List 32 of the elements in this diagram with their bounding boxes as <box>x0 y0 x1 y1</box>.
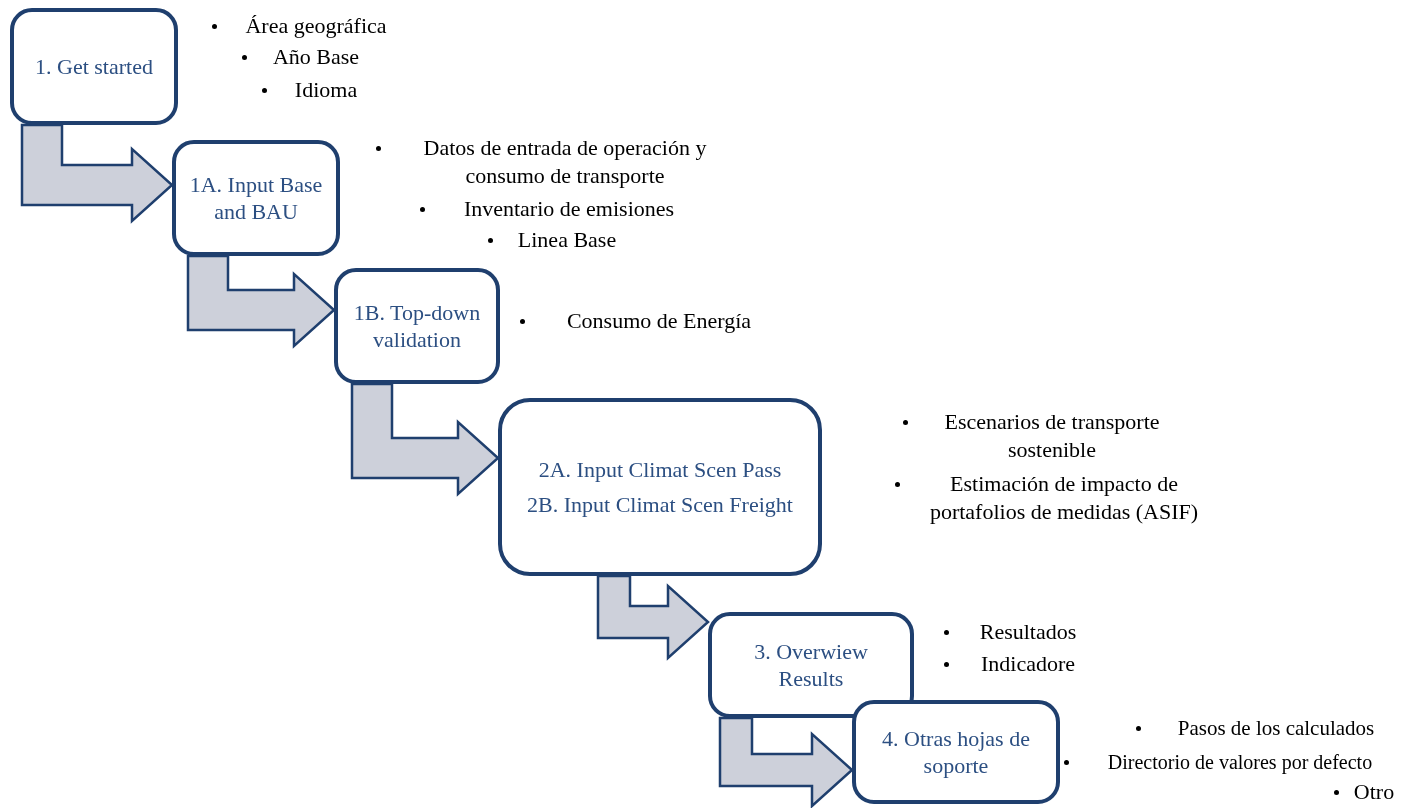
step-box <box>498 398 822 576</box>
bullet-text: Indicadore <box>979 650 1077 678</box>
bent-arrow <box>718 716 854 808</box>
bullet-text: Año Base <box>271 43 361 71</box>
bullet-text: Linea Base <box>516 226 618 254</box>
bullet-text: Datos de entrada de operación y consumo de transporte <box>422 134 708 190</box>
step-box <box>708 612 914 718</box>
step-title: 1B. Top-down validation <box>352 299 482 353</box>
step-title: 4. Otras hojas de soporte <box>881 725 1031 779</box>
bent-arrow <box>596 574 710 661</box>
bullet-text: Resultados <box>978 618 1078 646</box>
step-title: 1. Get started <box>35 53 153 80</box>
step-box <box>172 140 340 256</box>
bullet-text: Estimación de impacto de portafolios de medidas (ASIF) <box>928 470 1200 526</box>
bullet-text: Otro <box>1352 778 1396 806</box>
bullet-text: Consumo de Energía <box>565 307 753 335</box>
bent-arrow <box>350 382 500 497</box>
bullet-text: Directorio de valores por defecto <box>1106 750 1374 776</box>
bullet-text: Pasos de los calculados <box>1176 715 1376 742</box>
bent-arrow <box>20 123 174 224</box>
step-title: 2A. Input Climat Scen Pass <box>538 456 782 483</box>
bent-arrow <box>186 254 336 349</box>
step-title: 2B. Input Climat Scen Freight <box>527 491 793 518</box>
step-box <box>334 268 500 384</box>
bullet-text: Área geográfica <box>244 12 388 40</box>
bullet-text: Inventario de emisiones <box>462 195 676 223</box>
bullet-text: Idioma <box>293 76 359 104</box>
bullet-text: Escenarios de transporte sostenible <box>943 408 1161 464</box>
step-title: 1A. Input Base and BAU <box>188 171 324 225</box>
step-title: 3. Overwiew Results <box>753 638 869 692</box>
step-box <box>10 8 178 125</box>
step-box <box>852 700 1060 804</box>
